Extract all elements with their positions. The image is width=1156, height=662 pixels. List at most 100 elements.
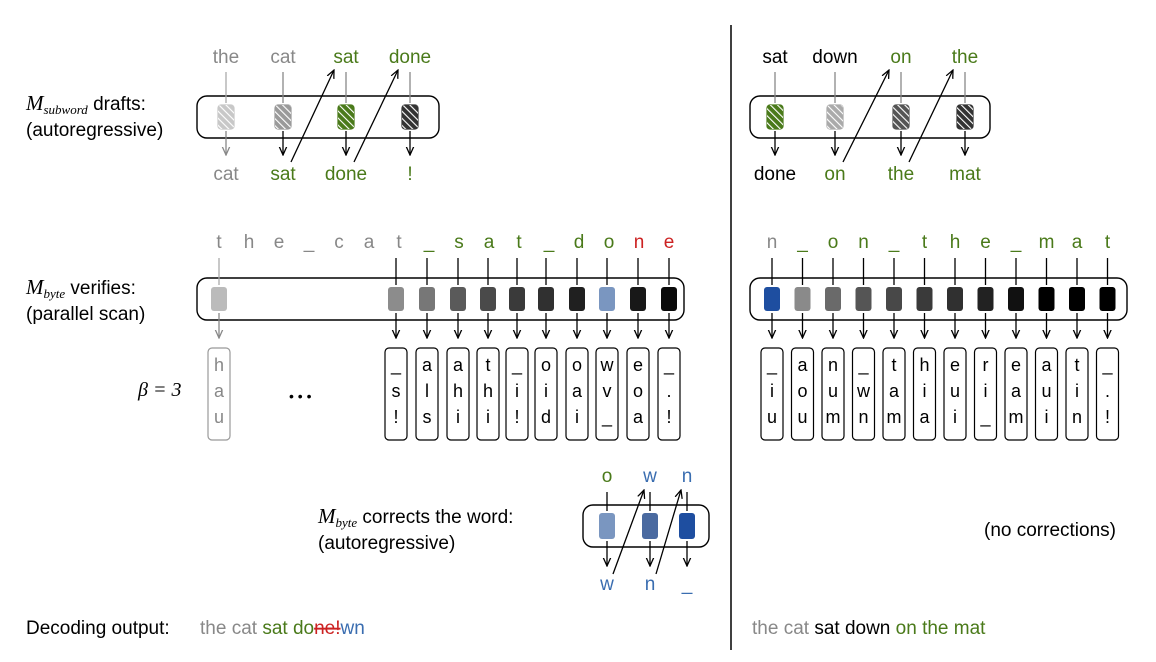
right-candidate-char: _ xyxy=(979,407,991,428)
left-output-segment: wn xyxy=(340,618,365,639)
right-candidate-char: u xyxy=(950,381,960,401)
left-candidate-char: t xyxy=(485,355,490,375)
right-candidate-box xyxy=(821,347,845,441)
left-candidate-char: a xyxy=(214,381,225,401)
right-verify-cell xyxy=(855,287,872,311)
right-verify-cell xyxy=(764,287,780,311)
left-byte-token: a xyxy=(484,232,495,253)
left-verify-cell xyxy=(509,287,525,311)
left-draft-input-token: cat xyxy=(270,47,296,68)
right-candidate-char: m xyxy=(887,407,902,427)
left-byte-token: h xyxy=(244,232,255,253)
correct-label-line2: (autoregressive) xyxy=(318,533,455,554)
right-byte-token: _ xyxy=(796,232,808,253)
right-byte-token: _ xyxy=(888,232,900,253)
left-verify-cell xyxy=(630,287,646,311)
left-candidate-char: e xyxy=(633,355,643,375)
right-candidate-char: u xyxy=(767,407,777,427)
right-candidate-char: a xyxy=(797,355,808,375)
right-candidate-char: t xyxy=(891,355,896,375)
left-byte-token: t xyxy=(396,232,402,253)
left-byte-token: n xyxy=(634,232,645,253)
right-verify-cell xyxy=(886,287,902,311)
left-candidate-char: h xyxy=(453,381,463,401)
left-draft-input-token: sat xyxy=(333,47,359,68)
left-output-segment: ne! xyxy=(314,618,340,639)
right-candidate-char: e xyxy=(1011,355,1021,375)
right-candidate-char: u xyxy=(1041,381,1051,401)
left-byte-token: _ xyxy=(303,232,315,253)
right-verify-cell xyxy=(977,287,994,311)
correction-output-token: w xyxy=(599,574,614,595)
right-verify-box xyxy=(749,277,1128,321)
right-draft-feedback-arrow xyxy=(908,70,953,163)
left-candidate-box xyxy=(476,347,500,441)
correction-input-token: o xyxy=(602,466,613,487)
correction-input-token: w xyxy=(642,466,657,487)
correction-feedback-arrow xyxy=(612,490,644,575)
left-byte-token: d xyxy=(574,232,585,253)
left-candidate-char: s xyxy=(392,381,401,401)
verify-label: Mbyte verifies: xyxy=(25,275,136,301)
right-draft-cell-hatch xyxy=(957,105,973,129)
right-candidate-box xyxy=(760,347,784,441)
correction-cell xyxy=(642,513,658,539)
left-candidate-char: i xyxy=(515,381,519,401)
left-candidate-char: _ xyxy=(511,355,523,376)
right-candidate-char: i xyxy=(1045,407,1049,427)
left-candidate-box xyxy=(384,347,408,441)
left-draft-cell-hatch xyxy=(338,105,354,129)
left-candidate-char: i xyxy=(544,381,548,401)
right-byte-token: a xyxy=(1072,232,1083,253)
right-verify-cell xyxy=(794,287,811,311)
left-verify-cell xyxy=(538,287,554,311)
left-draft-cell-hatch xyxy=(402,105,418,129)
draft-label-line2: (autoregressive) xyxy=(26,120,163,141)
left-draft-feedback-arrow xyxy=(290,70,334,163)
right-candidate-char: i xyxy=(770,381,774,401)
left-draft-feedback-arrow xyxy=(353,70,398,163)
right-draft-input-token: the xyxy=(952,47,978,68)
right-candidate-char: o xyxy=(797,381,807,401)
right-verify-cell xyxy=(1069,287,1085,311)
left-byte-token: e xyxy=(664,232,675,253)
left-candidate-char: i xyxy=(456,407,460,427)
right-candidate-char: n xyxy=(858,407,868,427)
left-candidate-box xyxy=(565,347,589,441)
left-candidate-box xyxy=(534,347,558,441)
right-candidate-box xyxy=(1004,347,1028,441)
left-draft-output-token: cat xyxy=(213,164,239,185)
right-candidate-char: m xyxy=(826,407,841,427)
left-candidate-char: d xyxy=(541,407,551,427)
left-candidate-char: _ xyxy=(390,355,402,376)
left-candidate-char: s xyxy=(423,407,432,427)
right-byte-token: o xyxy=(828,232,839,253)
left-decoding-output: the cat sat done!wn xyxy=(200,618,365,639)
left-candidate-box xyxy=(657,347,681,441)
right-candidate-box xyxy=(912,347,937,441)
right-verify-cell xyxy=(1008,287,1024,311)
left-candidate-char: u xyxy=(214,407,224,427)
left-verify-cell xyxy=(388,287,404,311)
left-byte-token: t xyxy=(216,232,222,253)
left-candidate-char: i xyxy=(575,407,579,427)
right-byte-token: _ xyxy=(1010,232,1022,253)
right-verify-cell xyxy=(916,287,933,311)
right-draft-output-token: mat xyxy=(949,164,981,185)
right-byte-token: e xyxy=(980,232,991,253)
right-candidate-char: u xyxy=(797,407,807,427)
left-candidate-box xyxy=(415,347,439,441)
left-draft-cell-hatch xyxy=(275,105,291,129)
right-candidate-char: u xyxy=(828,381,838,401)
right-byte-token: n xyxy=(767,232,778,253)
right-candidate-char: t xyxy=(1074,355,1079,375)
right-candidate-box xyxy=(1034,347,1059,441)
right-byte-token: t xyxy=(1105,232,1111,253)
right-candidate-char: e xyxy=(950,355,960,375)
left-byte-token: _ xyxy=(423,232,435,253)
left-byte-token: _ xyxy=(543,232,555,253)
right-candidate-char: a xyxy=(1041,355,1052,375)
left-candidate-char: ! xyxy=(393,407,398,427)
correct-label: Mbyte corrects the word: xyxy=(317,504,513,530)
